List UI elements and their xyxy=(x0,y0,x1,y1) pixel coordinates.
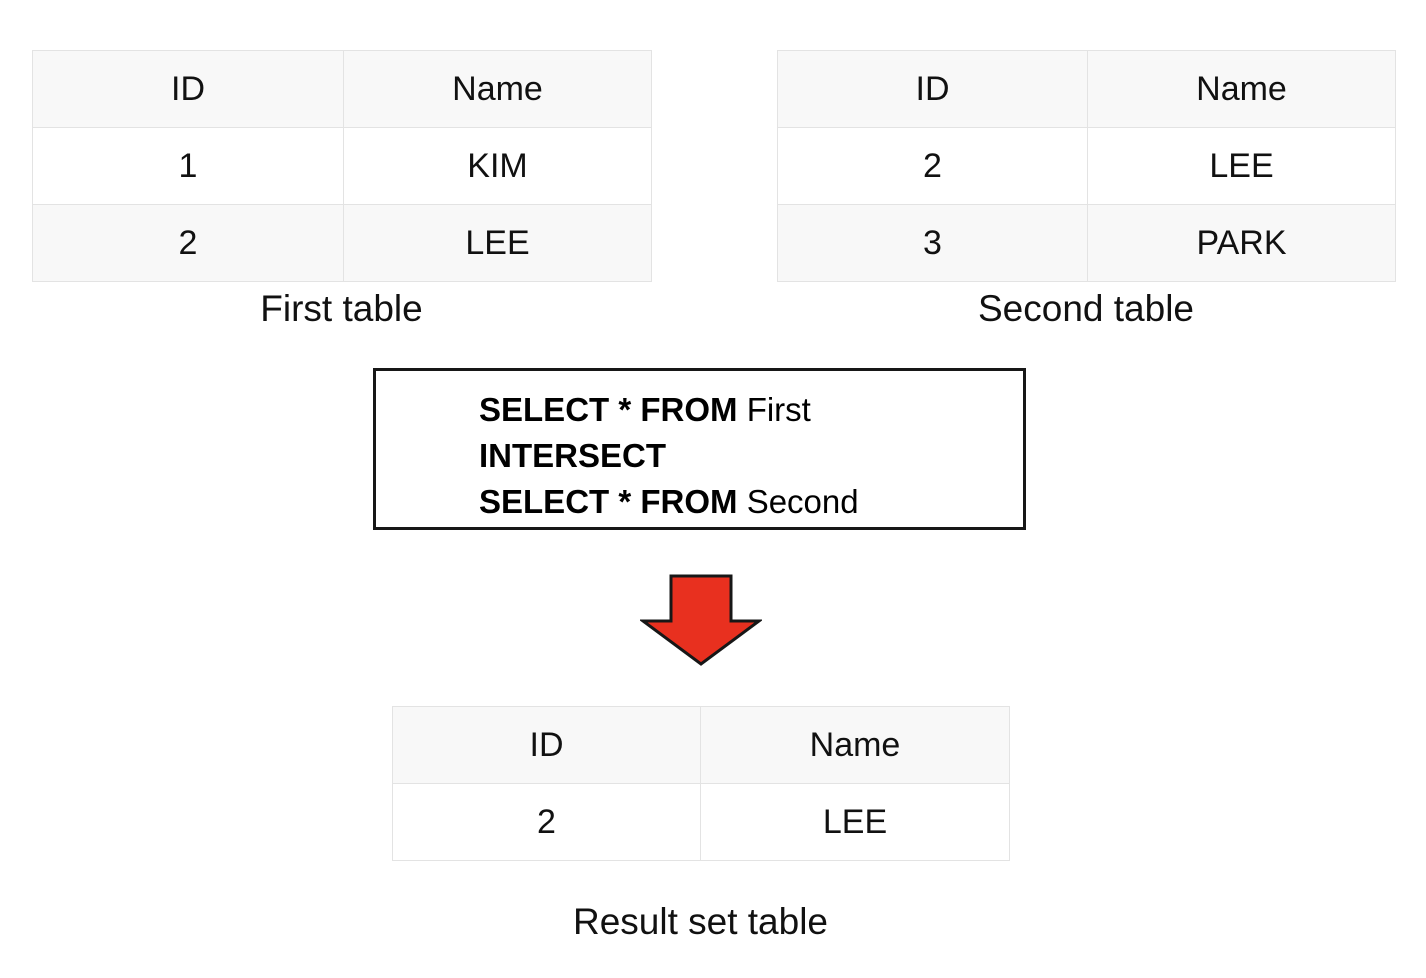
first-table: ID Name 1 KIM 2 LEE xyxy=(32,50,652,282)
column-header-name: Name xyxy=(700,706,1010,784)
result-table-caption: Result set table xyxy=(572,901,829,942)
cell-name: LEE xyxy=(700,783,1010,861)
result-table: ID Name 2 LEE xyxy=(392,706,1010,861)
cell-id: 2 xyxy=(777,127,1088,205)
sql-line-1: SELECT * FROM First xyxy=(479,387,859,433)
table-row: 2 LEE xyxy=(777,127,1396,205)
second-table-caption: Second table xyxy=(977,288,1194,329)
table-row: 2 LEE xyxy=(32,204,652,282)
sql-line-3: SELECT * FROM Second xyxy=(479,479,859,525)
column-header-id: ID xyxy=(32,50,344,128)
table-header-row: ID Name xyxy=(392,706,1010,784)
cell-id: 2 xyxy=(32,204,344,282)
first-table-caption: First table xyxy=(260,288,423,329)
second-table: ID Name 2 LEE 3 PARK xyxy=(777,50,1396,282)
cell-name: KIM xyxy=(343,127,652,205)
sql-identifier: Second xyxy=(746,483,859,520)
cell-id: 2 xyxy=(392,783,701,861)
cell-name: PARK xyxy=(1087,204,1396,282)
sql-keyword: INTERSECT xyxy=(479,437,667,474)
cell-id: 1 xyxy=(32,127,344,205)
sql-keyword: SELECT * FROM xyxy=(479,483,747,520)
cell-name: LEE xyxy=(343,204,652,282)
cell-id: 3 xyxy=(777,204,1088,282)
cell-name: LEE xyxy=(1087,127,1396,205)
column-header-name: Name xyxy=(1087,50,1396,128)
sql-line-2: INTERSECT xyxy=(479,433,859,479)
sql-identifier: First xyxy=(746,391,811,428)
column-header-name: Name xyxy=(343,50,652,128)
down-arrow-icon xyxy=(640,574,762,666)
table-header-row: ID Name xyxy=(777,50,1396,128)
table-row: 3 PARK xyxy=(777,204,1396,282)
column-header-id: ID xyxy=(392,706,701,784)
sql-statement-box: SELECT * FROM First INTERSECT SELECT * F… xyxy=(373,368,1026,530)
table-row: 1 KIM xyxy=(32,127,652,205)
table-header-row: ID Name xyxy=(32,50,652,128)
sql-keyword: SELECT * FROM xyxy=(479,391,747,428)
table-row: 2 LEE xyxy=(392,783,1010,861)
sql-statement-text: SELECT * FROM First INTERSECT SELECT * F… xyxy=(479,387,859,525)
column-header-id: ID xyxy=(777,50,1088,128)
